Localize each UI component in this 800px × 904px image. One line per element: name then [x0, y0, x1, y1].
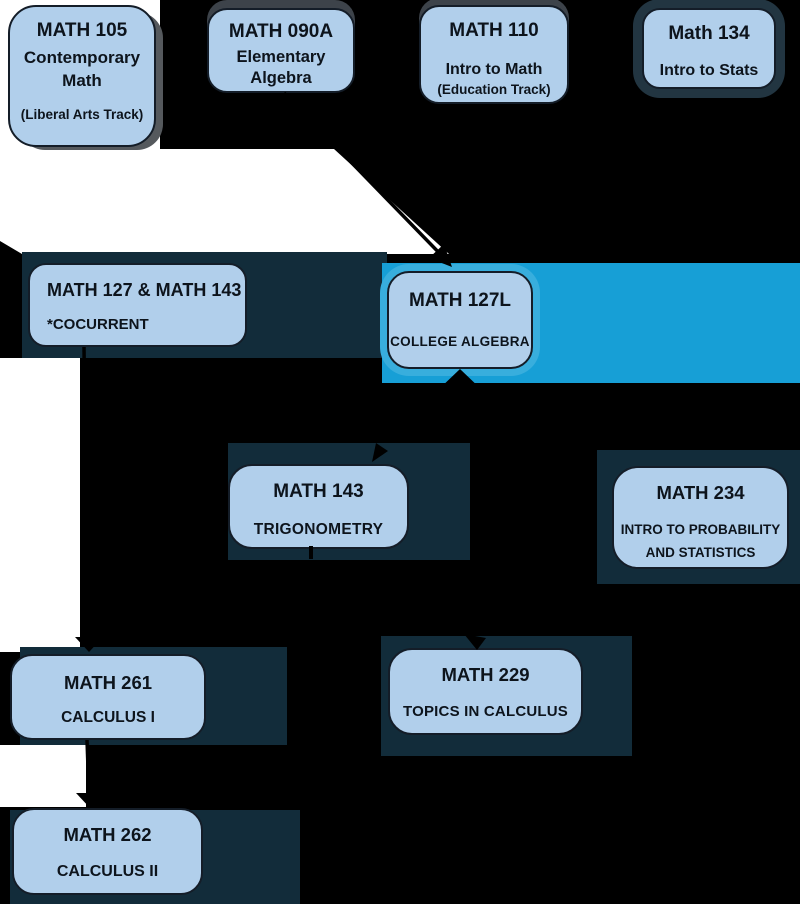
course-code: MATH 127L: [408, 290, 512, 311]
course-code: MATH 110: [449, 20, 539, 41]
course-title: CALCULUS II: [56, 863, 159, 881]
node-math-127l: MATH 127L COLLEGE ALGEBRA: [387, 271, 533, 369]
node-math-261: MATH 261 CALCULUS I: [10, 654, 206, 740]
course-title-2: AND STATISTICS: [645, 544, 756, 560]
course-code: MATH 105: [36, 20, 128, 41]
white-region-bottom-left: [0, 745, 86, 807]
course-note: (Liberal Arts Track): [20, 106, 144, 122]
course-code: MATH 229: [441, 664, 530, 685]
course-code: MATH 127 & MATH 143: [47, 280, 242, 300]
course-code: MATH 234: [656, 482, 745, 503]
node-math-262: MATH 262 CALCULUS II: [12, 808, 203, 895]
course-note: *COCURRENT: [47, 316, 149, 334]
node-math-229: MATH 229 TOPICS IN CALCULUS: [388, 648, 583, 735]
course-title: COLLEGE ALGEBRA: [390, 333, 530, 349]
course-title: Contemporary Math: [23, 47, 141, 90]
node-math-127-143: MATH 127 & MATH 143 *COCURRENT: [28, 263, 247, 347]
course-code: MATH 143: [273, 481, 364, 502]
node-math-134: Math 134 Intro to Stats: [642, 8, 776, 89]
course-title: Elementary Algebra: [236, 47, 326, 88]
node-math-234: MATH 234 INTRO TO PROBABILITY AND STATIS…: [612, 466, 789, 569]
node-math-110: MATH 110 Intro to Math (Education Track): [419, 5, 569, 104]
course-title: Intro to Math: [445, 60, 543, 78]
course-title: Intro to Stats: [659, 61, 759, 79]
course-title: TOPICS IN CALCULUS: [403, 703, 568, 721]
course-note: (Education Track): [437, 82, 551, 98]
course-code: MATH 090A: [228, 21, 334, 42]
course-code: MATH 261: [63, 672, 153, 693]
node-math-143: MATH 143 TRIGONOMETRY: [228, 464, 409, 549]
white-region-middle-left: [0, 358, 80, 652]
node-math-105: MATH 105 Contemporary Math (Liberal Arts…: [8, 5, 156, 147]
course-title: INTRO TO PROBABILITY: [620, 522, 781, 538]
course-code: MATH 262: [63, 824, 152, 845]
course-code: Math 134: [668, 23, 750, 44]
course-title: CALCULUS I: [61, 709, 155, 727]
node-math-090a: MATH 090A Elementary Algebra: [207, 8, 355, 93]
course-title: TRIGONOMETRY: [253, 520, 384, 538]
